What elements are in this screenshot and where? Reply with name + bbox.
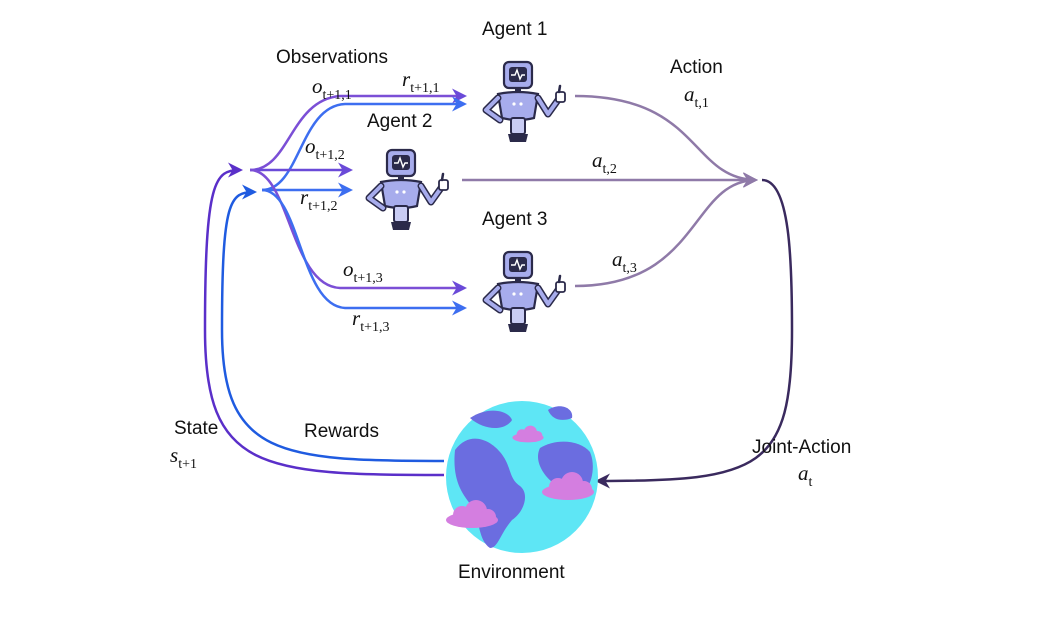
reward-agent2-math: rt+1,2 [300, 185, 337, 214]
joint-action-label: Joint-Action [752, 437, 851, 458]
agent1-robot-icon [486, 62, 565, 142]
state-label: State [174, 418, 218, 439]
obs-arrow-agent1 [249, 88, 467, 172]
action-agent3-math: at,3 [612, 247, 637, 276]
action-arrow-agent3 [574, 172, 758, 288]
joint-action-arrow [595, 178, 794, 489]
rewards-arrow [220, 184, 445, 463]
agent1-label: Agent 1 [482, 19, 548, 40]
agent2-label: Agent 2 [367, 111, 433, 132]
action-arrow-agent1 [574, 94, 758, 188]
obs-arrow-agent3 [249, 168, 467, 296]
reward-agent3-math: rt+1,3 [352, 306, 389, 335]
reward-arrow-agent3 [261, 188, 467, 316]
joint-action-math: at [798, 461, 813, 490]
reward-arrow-agent1 [261, 96, 467, 192]
state-math: st+1 [170, 443, 197, 472]
agent3-robot-icon [486, 252, 565, 332]
state-arrow [203, 162, 445, 477]
agent2-robot-icon [369, 150, 448, 230]
action-agent2-math: at,2 [592, 148, 617, 177]
observations-label: Observations [276, 47, 388, 68]
action-label: Action [670, 57, 723, 78]
agent3-label: Agent 3 [482, 209, 548, 230]
obs-agent1-math: ot+1,1 [312, 74, 352, 103]
reward-agent1-math: rt+1,1 [402, 67, 439, 96]
action-agent1-math: at,1 [684, 82, 709, 111]
environment-globe-icon [446, 401, 598, 553]
obs-agent2-math: ot+1,2 [305, 134, 345, 163]
obs-agent3-math: ot+1,3 [343, 257, 383, 286]
rewards-label: Rewards [304, 421, 379, 442]
environment-label: Environment [458, 562, 565, 583]
